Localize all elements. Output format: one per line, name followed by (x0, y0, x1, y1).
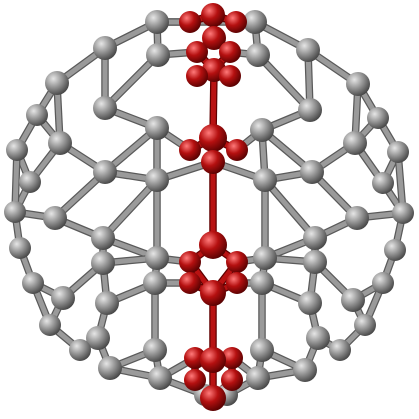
carbon-atom (392, 202, 414, 224)
dopant-atom (225, 11, 247, 33)
carbon-atom (98, 356, 122, 380)
carbon-atom (253, 246, 277, 270)
dopant-atom (202, 26, 226, 50)
dopant-atom (201, 3, 225, 27)
carbon-atom (303, 226, 327, 250)
carbon-atom (93, 96, 117, 120)
carbon-atom (250, 338, 274, 362)
carbon-bond (255, 52, 313, 113)
dopant-atom (184, 369, 206, 391)
carbon-atom (145, 168, 169, 192)
carbon-atom (296, 38, 320, 62)
dopant-atom (179, 139, 201, 161)
carbon-atom (91, 226, 115, 250)
carbon-atom (343, 131, 367, 155)
carbon-atom (9, 237, 31, 259)
carbon-atom (246, 43, 270, 67)
carbon-atom (367, 107, 389, 129)
carbon-atom (250, 118, 274, 142)
dopant-atom (200, 347, 226, 373)
dopant-atom (226, 251, 248, 273)
dopant-atom (200, 280, 226, 306)
carbon-atom (19, 171, 41, 193)
carbon-atom (243, 10, 267, 34)
carbon-atom (329, 339, 351, 361)
carbon-atom (372, 172, 394, 194)
carbon-atom (300, 160, 324, 184)
carbon-bond (100, 177, 160, 241)
dopant-atom (221, 347, 243, 369)
carbon-atom (93, 160, 117, 184)
carbon-atom (39, 314, 61, 336)
dopant-atom (221, 369, 243, 391)
dopant-atom (226, 139, 248, 161)
dopant-atom (201, 150, 225, 174)
carbon-atom (354, 314, 376, 336)
atom-layer (4, 3, 414, 411)
carbon-atom (143, 271, 167, 295)
carbon-atom (387, 141, 409, 163)
carbon-atom (86, 326, 110, 350)
carbon-atom (91, 251, 115, 275)
carbon-atom (298, 291, 322, 315)
carbon-atom (43, 206, 67, 230)
carbon-atom (298, 98, 322, 122)
carbon-atom (345, 206, 369, 230)
carbon-atom (22, 272, 44, 294)
carbon-bond (102, 52, 161, 111)
carbon-atom (145, 10, 169, 34)
carbon-atom (145, 116, 169, 140)
dopant-atom (200, 385, 226, 411)
carbon-atom (384, 239, 406, 261)
carbon-atom (69, 339, 91, 361)
dopant-atom (199, 124, 227, 152)
carbon-atom (306, 326, 330, 350)
carbon-atom (51, 286, 75, 310)
carbon-atom (143, 338, 167, 362)
carbon-bond (262, 177, 318, 241)
carbon-atom (293, 358, 317, 382)
dopant-atom (179, 11, 201, 33)
carbon-atom (250, 271, 274, 295)
carbon-atom (341, 288, 365, 312)
carbon-atom (93, 36, 117, 60)
dopant-atom (219, 41, 241, 63)
carbon-atom (346, 72, 370, 96)
dopant-atom (199, 231, 227, 259)
dopant-atom (179, 272, 201, 294)
dopant-atom (186, 65, 208, 87)
carbon-atom (26, 104, 48, 126)
carbon-atom (372, 272, 394, 294)
carbon-atom (253, 168, 277, 192)
dopant-atom (186, 41, 208, 63)
carbon-atom (95, 291, 119, 315)
carbon-atom (48, 131, 72, 155)
dopant-atom (219, 65, 241, 87)
carbon-atom (4, 201, 26, 223)
carbon-atom (145, 246, 169, 270)
dopant-atom (226, 272, 248, 294)
carbon-atom (303, 250, 327, 274)
carbon-atom (246, 366, 270, 390)
carbon-atom (148, 366, 172, 390)
carbon-atom (45, 71, 69, 95)
carbon-atom (6, 139, 28, 161)
dopant-atom (179, 251, 201, 273)
carbon-atom (146, 43, 170, 67)
